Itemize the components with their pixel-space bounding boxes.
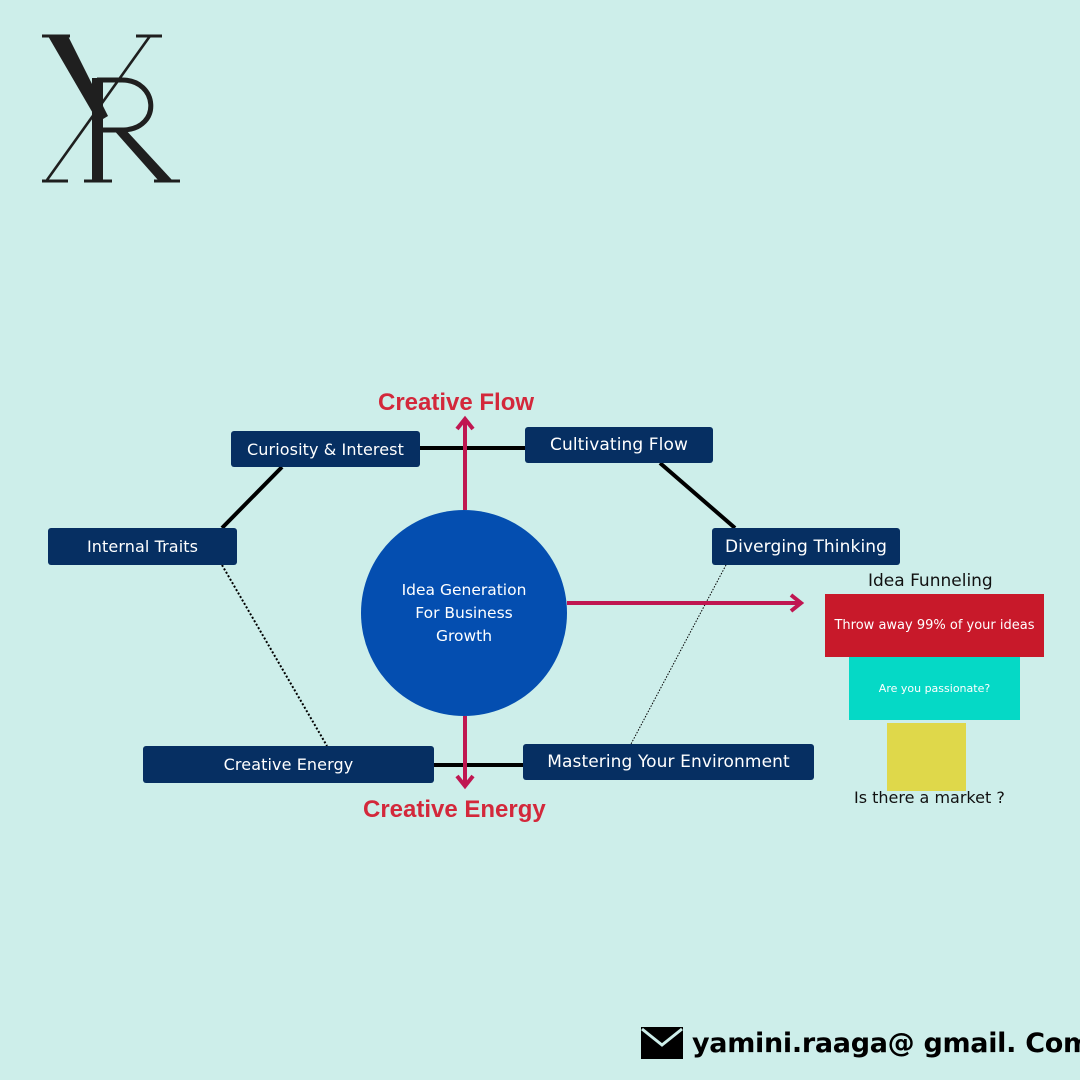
right-dotted-connector [630,564,727,745]
node-internal-traits: Internal Traits [48,528,237,565]
node-diverging-thinking: Diverging Thinking [712,528,900,565]
hub-label: Idea Generation For Business Growth [401,580,527,645]
left-dotted-connector [221,564,328,747]
node-creative-energy: Creative Energy [143,746,434,783]
funnel-footer: Is there a market ? [854,788,1005,807]
yr-logo [42,34,180,183]
contact-line: yamini.raaga@ gmail. Com [640,1020,1080,1066]
funnel-title: Idea Funneling [868,571,993,591]
envelope-icon [641,1027,683,1059]
funnel-level-1-label: Throw away 99% of your ideas [834,618,1035,633]
hub-idea-generation: Idea Generation For Business Growth [361,510,567,716]
creative-energy-title: Creative Energy [363,796,546,823]
right-upper-connector [658,461,737,530]
funnel-level-2: Are you passionate? [849,657,1020,720]
node-mastering-environment: Mastering Your Environment [523,744,814,780]
contact-email[interactable]: yamini.raaga@ gmail. Com [692,1027,1080,1059]
node-cultivating-flow: Cultivating Flow [525,427,713,463]
creative-flow-title: Creative Flow [378,389,535,416]
funnel-level-2-label: Are you passionate? [878,682,991,695]
funnel-level-1: Throw away 99% of your ideas [825,594,1044,657]
funnel-level-3 [887,723,966,791]
node-curiosity-interest: Curiosity & Interest [231,431,420,467]
left-upper-connector [220,465,284,530]
